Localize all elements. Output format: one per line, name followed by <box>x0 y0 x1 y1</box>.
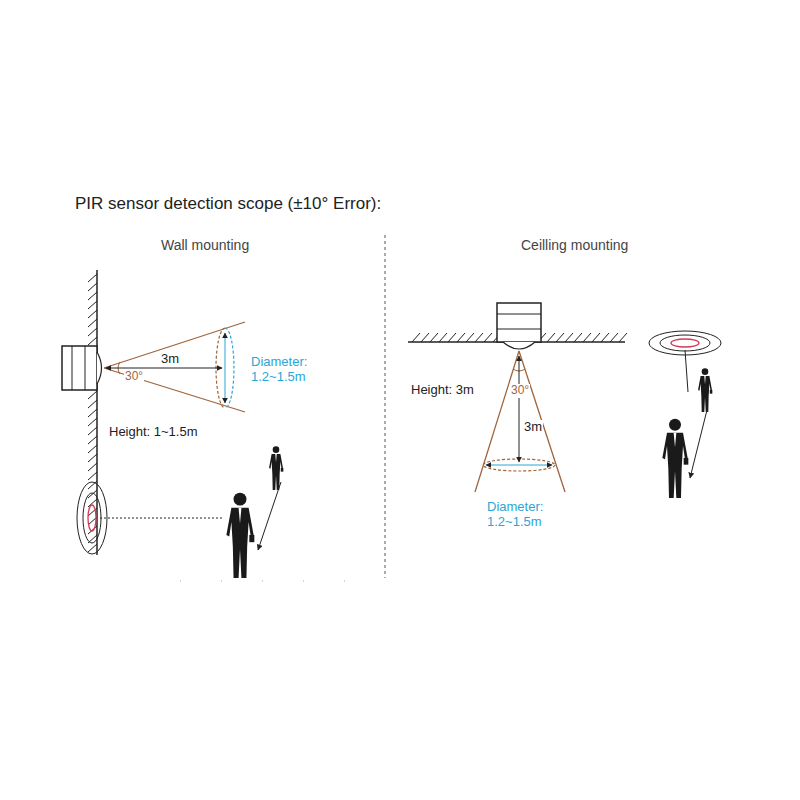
diameter-label: Diameter: 1.2~1.5m <box>250 355 328 385</box>
diameter-label: Diameter: 1.2~1.5m <box>486 500 564 530</box>
section-heading: Ceilling mounting <box>520 237 629 253</box>
height-label: Height: 1~1.5m <box>108 425 199 440</box>
distance-label: 3m <box>523 420 543 435</box>
section-heading: Wall mounting <box>160 237 250 253</box>
angle-label: 30° <box>124 370 144 384</box>
diagram-title: PIR sensor detection scope (±10° Error): <box>74 194 382 214</box>
angle-label: 30° <box>510 384 530 398</box>
distance-label: 3m <box>160 352 180 367</box>
height-label: Height: 3m <box>410 383 475 398</box>
